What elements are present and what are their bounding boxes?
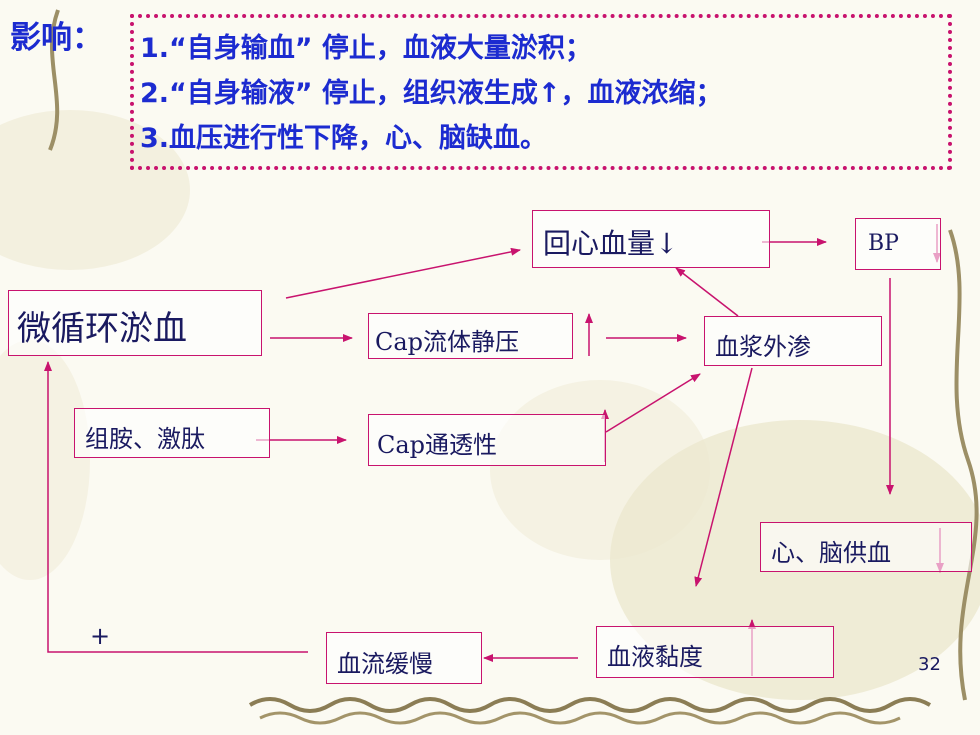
node-cap-permeability: Cap通透性 bbox=[368, 414, 606, 466]
node-slow-blood-flow: 血流缓慢 bbox=[326, 632, 482, 684]
node-micro-congestion: 微循环淤血 bbox=[8, 290, 262, 356]
node-blood-viscosity-label: 血液黏度 bbox=[607, 643, 703, 671]
arrow-slow-to-micro bbox=[44, 361, 308, 653]
node-histamine-kinin-label: 组胺、激肽 bbox=[85, 425, 205, 453]
page-number: 32 bbox=[918, 654, 941, 675]
node-bp-label: BP bbox=[868, 231, 899, 256]
arrow-plasma-to-return bbox=[675, 267, 739, 317]
node-heart-brain-supply: 心、脑供血 bbox=[760, 522, 972, 572]
node-plasma-leakage-label: 血浆外渗 bbox=[715, 333, 811, 361]
plus-sign: + bbox=[90, 622, 111, 650]
influence-line-1: 1.“自身输血” 停止，血液大量淤积； bbox=[140, 33, 592, 64]
node-heart-brain-supply-label: 心、脑供血 bbox=[771, 539, 891, 567]
node-blood-viscosity: 血液黏度 bbox=[596, 626, 834, 678]
node-cap-hydrostatic-pressure-label: Cap流体静压 bbox=[375, 328, 520, 356]
node-bp: BP bbox=[855, 218, 941, 270]
arrow-plasma-to-viscosity bbox=[694, 367, 753, 587]
influence-line-3: 3.血压进行性下降，心、脑缺血。 bbox=[140, 123, 548, 154]
node-cap-permeability-label: Cap通透性 bbox=[377, 431, 498, 459]
node-venous-return: 回心血量↓ bbox=[532, 210, 770, 268]
node-venous-return-label: 回心血量↓ bbox=[543, 227, 679, 260]
arrow-permeability-to-plasma bbox=[605, 373, 701, 433]
influence-line-2: 2.“自身输液” 停止，组织液生成↑，血液浓缩； bbox=[140, 78, 723, 109]
node-slow-blood-flow-label: 血流缓慢 bbox=[337, 650, 433, 678]
node-micro-congestion-label: 微循环淤血 bbox=[17, 309, 187, 349]
influence-label: 影响： bbox=[10, 20, 103, 56]
node-plasma-leakage: 血浆外渗 bbox=[704, 316, 882, 366]
node-histamine-kinin: 组胺、激肽 bbox=[74, 408, 270, 458]
influence-box: 1.“自身输血” 停止，血液大量淤积； 2.“自身输液” 停止，组织液生成↑，血… bbox=[130, 14, 952, 170]
node-cap-hydrostatic-pressure: Cap流体静压 bbox=[368, 313, 573, 359]
arrow-micro-to-return bbox=[285, 247, 521, 299]
